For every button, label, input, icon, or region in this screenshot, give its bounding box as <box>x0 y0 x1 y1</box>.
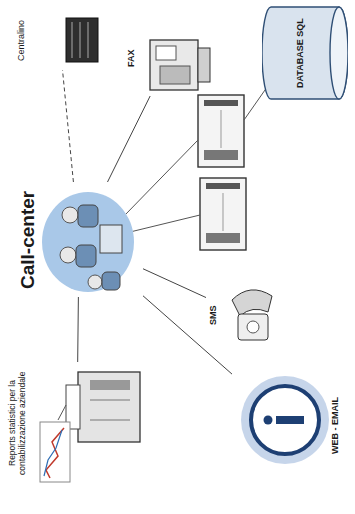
server-icon <box>198 95 244 167</box>
connector-line <box>63 70 74 182</box>
fax-keys <box>160 66 190 84</box>
printer-icon <box>66 372 140 442</box>
channel-node: WEB - EMAIL <box>232 362 350 490</box>
fax-icon <box>150 40 210 90</box>
hub-node: Call-center <box>15 182 143 297</box>
switchboard-body <box>66 18 98 62</box>
switchboard-icon <box>66 18 98 62</box>
person-body <box>102 272 120 290</box>
printer-panel <box>90 380 130 390</box>
person-head <box>60 247 76 263</box>
device-node: Centralino <box>12 8 107 70</box>
connector-line <box>108 96 151 182</box>
switchboard-stripe <box>88 22 89 58</box>
connector-line <box>143 296 232 374</box>
database-cylinder: DATABASE SQL <box>262 6 348 100</box>
server-body <box>198 95 244 167</box>
cylinder-top <box>330 7 348 99</box>
chart-sheet <box>40 422 70 482</box>
connector <box>77 297 79 362</box>
server-detail <box>221 110 222 148</box>
server-detail <box>223 193 224 231</box>
people-icon <box>42 192 134 292</box>
connector <box>143 269 206 298</box>
phone-base <box>238 314 268 340</box>
info-ring <box>251 386 319 454</box>
hub-title: Call-center <box>17 188 39 292</box>
chart-icon <box>40 422 70 482</box>
server-base <box>206 233 240 243</box>
node-label: SMS <box>208 298 218 332</box>
desk <box>100 225 122 253</box>
person-body <box>78 205 98 227</box>
phone-icon <box>232 290 272 340</box>
device-node: FAX <box>122 24 214 96</box>
node-label: Centralino <box>16 12 26 68</box>
printer-detail <box>90 420 130 421</box>
device-node: SMS <box>206 280 278 348</box>
server-body <box>200 178 246 250</box>
switchboard-stripe <box>72 22 73 58</box>
switchboard-stripe <box>80 22 81 58</box>
info-halo <box>241 376 329 464</box>
wire <box>58 405 66 420</box>
wire <box>130 215 200 232</box>
chart-line <box>46 428 64 478</box>
node-label: DATABASE SQL <box>295 15 305 91</box>
info-dot <box>264 416 273 425</box>
person-body <box>76 245 96 267</box>
connector <box>63 70 74 182</box>
fax-body <box>150 40 198 90</box>
node-label: Reports statistici per la contabilizzazi… <box>8 364 28 482</box>
person-head <box>88 275 102 289</box>
node-label: WEB - EMAIL <box>330 380 340 472</box>
people-backdrop <box>42 192 134 292</box>
connector <box>108 96 151 182</box>
server-icon <box>200 178 246 250</box>
server-slot <box>206 183 240 189</box>
fax-tray <box>198 48 210 82</box>
cylinder-body <box>262 7 348 99</box>
fax-display <box>156 46 176 60</box>
printer-detail <box>90 400 130 401</box>
phone-handset <box>232 290 272 316</box>
person-head <box>62 207 78 223</box>
node-label: FAX <box>126 40 136 76</box>
connector-line <box>77 297 79 362</box>
phone-dial <box>247 321 259 333</box>
connector-line <box>143 269 206 298</box>
info-icon <box>241 376 329 464</box>
chart-line <box>44 430 62 476</box>
report-node: Reports statistici per la contabilizzazi… <box>6 362 148 488</box>
wire <box>125 140 198 215</box>
info-stem <box>276 416 304 424</box>
connector <box>143 296 232 374</box>
server-slot <box>204 100 238 106</box>
printer-body <box>78 372 140 442</box>
server-base <box>204 150 238 160</box>
